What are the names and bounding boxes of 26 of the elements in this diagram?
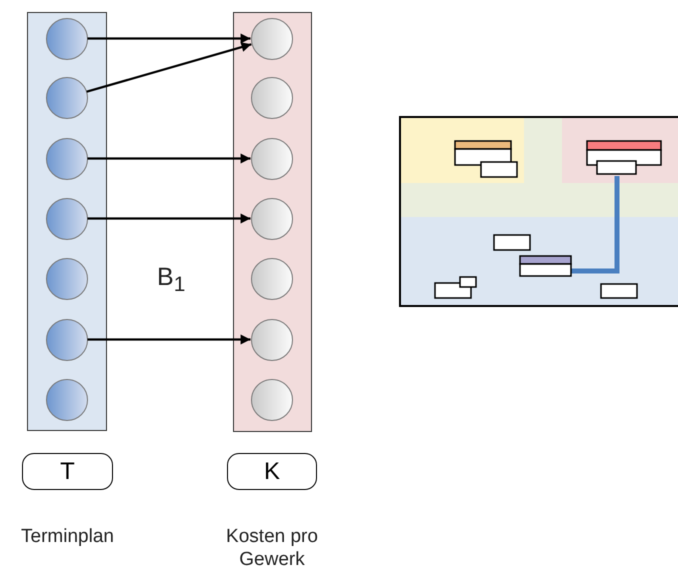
circle-node [250, 18, 292, 60]
circle-node [46, 378, 88, 420]
circle-node [250, 378, 292, 420]
label-box: K [227, 453, 317, 490]
circle-node [250, 76, 292, 118]
column-panel [233, 12, 312, 432]
arrow [86, 42, 252, 93]
circle-node [250, 258, 292, 300]
circle-node [46, 198, 88, 240]
circle-node [250, 138, 292, 180]
circle-node [250, 318, 292, 360]
caption-text: Kosten pro Gewerk [225, 526, 319, 572]
arrow [88, 154, 250, 164]
arrow [88, 34, 250, 44]
caption-text: Terminplan [20, 526, 115, 549]
arrow [88, 334, 250, 344]
circle-node [250, 198, 292, 240]
circle-node [46, 76, 88, 118]
arrow [88, 214, 250, 224]
circle-node [46, 138, 88, 180]
circle-node [46, 18, 88, 60]
circle-node [46, 318, 88, 360]
column-panel [27, 12, 107, 431]
block-label: B$_{1}$ [157, 262, 186, 298]
label-box: T [22, 453, 113, 490]
circle-node [46, 258, 88, 300]
